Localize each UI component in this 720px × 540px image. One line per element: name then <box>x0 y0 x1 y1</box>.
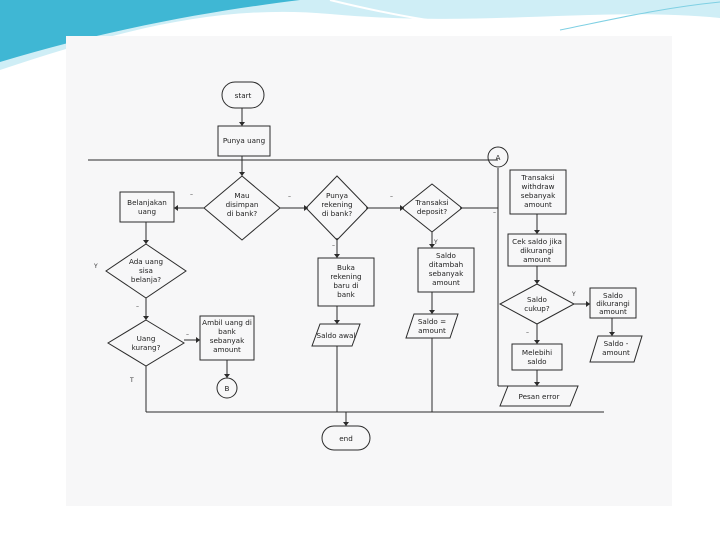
process-belanjakan-uang <box>119 191 175 223</box>
ada-uang-line2: sisa <box>139 266 153 275</box>
saldo-ditambah-line4: amount <box>432 278 460 287</box>
decision-mau-disimpan <box>203 175 281 241</box>
mau-disimpan-line1: Mau <box>234 191 249 200</box>
io-saldo-eq-amount <box>405 313 459 339</box>
branch-cukup-no: – <box>526 329 529 336</box>
header-decoration <box>0 0 720 70</box>
branch-kurang-yes: – <box>186 331 189 338</box>
saldo-dikurangi-line2: dikurangi <box>596 299 630 308</box>
start-label: start <box>235 91 252 100</box>
belanjakan-line2: uang <box>138 207 156 216</box>
diagram-canvas <box>66 36 672 506</box>
branch-sisa-no: – <box>136 303 139 310</box>
ada-uang-line1: Ada uang <box>129 257 163 266</box>
process-ambil-uang <box>199 315 255 361</box>
punya-uang-label: Punya uang <box>223 136 265 145</box>
branch-cukup-yes: Y <box>571 291 576 298</box>
ambil-uang-line2: bank <box>218 327 237 336</box>
ambil-uang-line1: Ambil uang di <box>202 318 252 327</box>
withdraw-line2: withdraw <box>521 182 554 191</box>
buka-rekening-line4: bank <box>337 290 356 299</box>
decision-transaksi-deposit <box>401 183 463 233</box>
saldo-eq-line2: amount <box>418 326 446 335</box>
decision-ada-uang-sisa <box>105 243 187 299</box>
transaksi-deposit-line2: deposit? <box>417 207 448 216</box>
punya-rekening-line2: rekening <box>321 200 352 209</box>
header-wave-line <box>559 1 720 31</box>
saldo-cukup-line2: cukup? <box>524 304 550 313</box>
branch-rekening-no: – <box>332 242 335 249</box>
connector-b-label: B <box>225 384 230 393</box>
uang-kurang-line1: Uang <box>137 334 156 343</box>
io-saldo-awal <box>311 323 361 347</box>
pesan-error-label: Pesan error <box>519 392 560 401</box>
mau-disimpan-line3: di bank? <box>227 209 258 218</box>
transaksi-deposit-line1: Transaksi <box>414 198 448 207</box>
cek-saldo-line2: dikurangi <box>520 246 554 255</box>
decision-uang-kurang <box>107 319 185 367</box>
belanjakan-line1: Belanjakan <box>127 198 167 207</box>
branch-mau-yes: – <box>288 193 291 200</box>
melebihi-line1: Melebihi <box>522 348 552 357</box>
branch-kurang-no: T <box>129 377 134 384</box>
branch-deposit-no: – <box>493 209 496 216</box>
saldo-amount-line1: Saldo - <box>604 339 629 348</box>
saldo-dikurangi-line3: amount <box>599 307 627 316</box>
withdraw-line3: sebanyak <box>521 191 556 200</box>
buka-rekening-line3: baru di <box>333 281 358 290</box>
decision-saldo-cukup <box>498 283 576 325</box>
connector-a-label: A <box>496 153 501 162</box>
header-wave-dark <box>0 0 300 62</box>
punya-rekening-line3: di bank? <box>322 209 353 218</box>
saldo-cukup-line1: Saldo <box>527 295 547 304</box>
process-saldo-ditambah <box>417 247 475 293</box>
saldo-eq-line1: Saldo = <box>418 317 446 326</box>
saldo-ditambah-line2: ditambah <box>429 260 463 269</box>
branch-deposit-yes: Y <box>433 239 438 246</box>
punya-rekening-line1: Punya <box>326 191 348 200</box>
melebihi-line2: saldo <box>527 357 546 366</box>
io-saldo-amount <box>589 335 643 363</box>
start-terminal <box>221 81 265 109</box>
branch-mau-no: – <box>190 191 193 198</box>
connector-a-circle <box>487 146 509 168</box>
decision-punya-rekening <box>305 175 369 241</box>
saldo-amount-line2: amount <box>602 348 630 357</box>
uang-kurang-line2: kurang? <box>132 343 161 352</box>
saldo-ditambah-line1: Saldo <box>436 251 456 260</box>
mau-disimpan-line2: disimpan <box>226 200 259 209</box>
end-label: end <box>339 434 353 443</box>
withdraw-line4: amount <box>524 200 552 209</box>
io-pesan-error <box>499 385 579 407</box>
process-transaksi-withdraw <box>509 169 567 215</box>
ambil-uang-line3: sebanyak <box>210 336 245 345</box>
buka-rekening-line2: rekening <box>330 272 361 281</box>
withdraw-line1: Transaksi <box>520 173 554 182</box>
process-punya-uang <box>217 125 271 157</box>
saldo-ditambah-line3: sebanyak <box>429 269 464 278</box>
saldo-awal-label: Saldo awal <box>317 331 356 340</box>
saldo-dikurangi-line1: Saldo <box>603 291 623 300</box>
buka-rekening-line1: Buka <box>337 263 355 272</box>
cek-saldo-line3: amount <box>523 255 551 264</box>
arrowheads <box>143 122 615 426</box>
ambil-uang-line4: amount <box>213 345 241 354</box>
header-wave-highlight <box>329 0 561 30</box>
branch-sisa-yes: Y <box>93 263 98 270</box>
branch-rekening-yes: – <box>390 193 393 200</box>
process-buka-rekening <box>317 257 375 307</box>
process-saldo-dikurangi <box>589 287 637 319</box>
ada-uang-line3: belanja? <box>131 275 161 284</box>
cek-saldo-line1: Cek saldo jika <box>512 237 562 246</box>
